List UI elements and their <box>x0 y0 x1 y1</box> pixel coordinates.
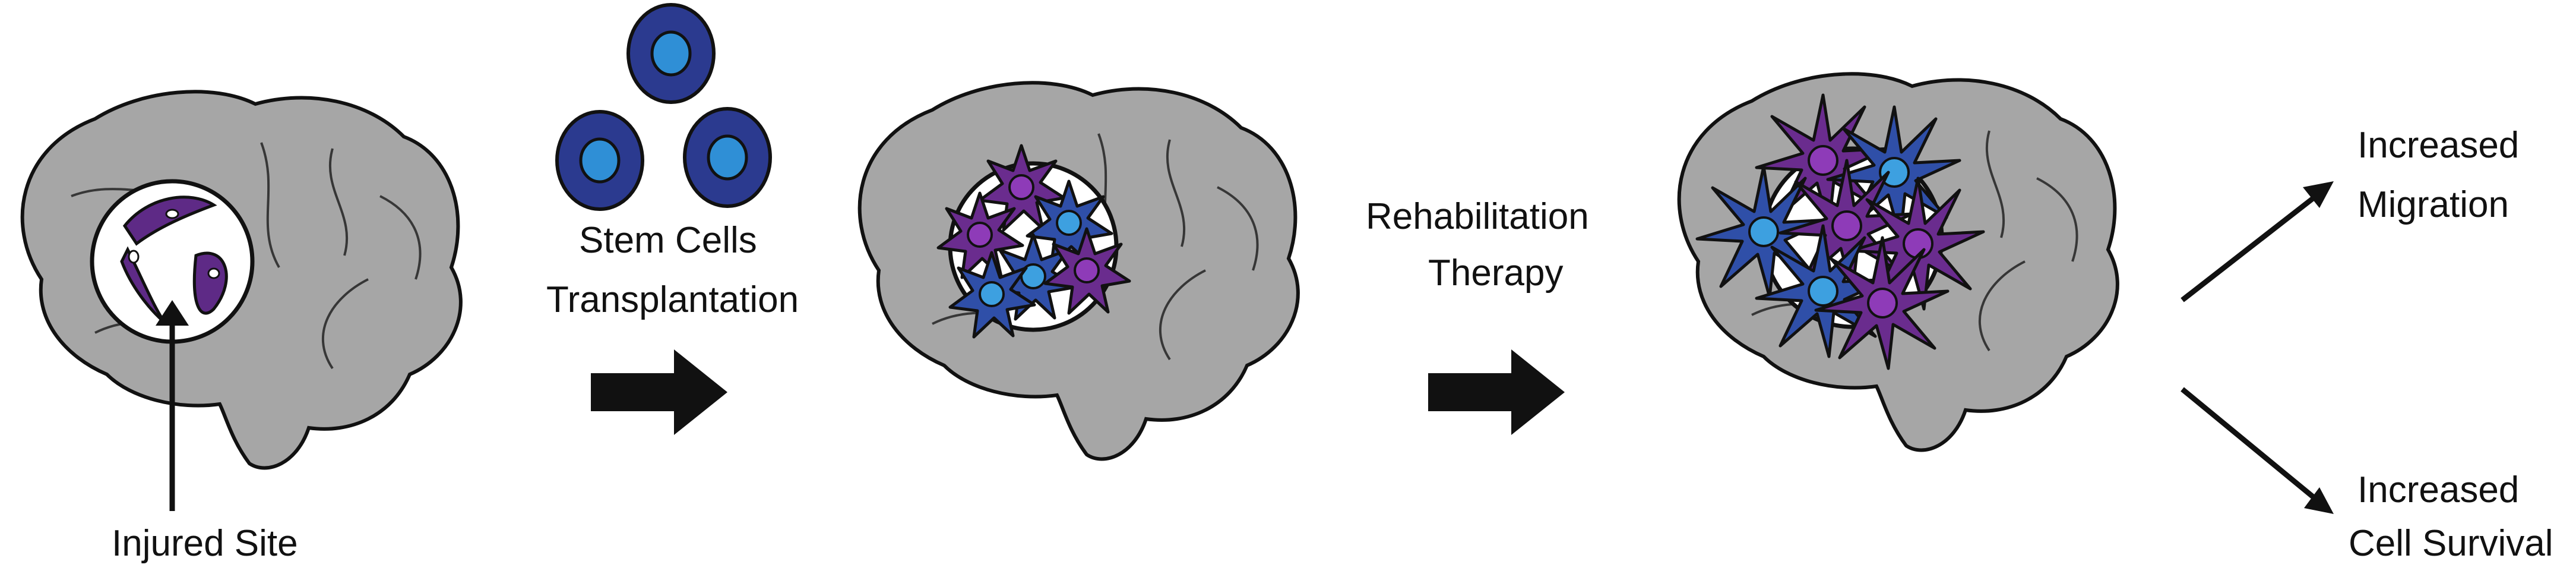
outcome-survival-line1: Increased <box>2357 469 2519 510</box>
injured-site-pointer <box>156 300 189 511</box>
arrow-to-cell-survival <box>2181 387 2334 514</box>
stem-cells-group <box>557 5 770 209</box>
outcome-migration-line2: Migration <box>2357 184 2509 225</box>
stem-cells-label-line2: Transplantation <box>546 279 799 320</box>
brain-transplanted <box>860 83 1298 459</box>
brain-injured <box>23 92 461 468</box>
outcome-survival-line2: Cell Survival <box>2349 523 2553 564</box>
stem-cells-label-line1: Stem Cells <box>579 220 757 261</box>
injured-site-circle <box>90 179 255 344</box>
arrow-rehabilitation <box>1428 349 1565 435</box>
outcome-migration-line1: Increased <box>2357 125 2519 166</box>
rehab-label-line1: Rehabilitation <box>1366 196 1589 237</box>
injured-site-label: Injured Site <box>112 523 298 564</box>
brain-rehabilitated <box>1679 74 2118 450</box>
rehab-label-line2: Therapy <box>1428 253 1563 294</box>
arrow-to-migration <box>2181 181 2334 302</box>
arrow-transplantation <box>591 349 727 435</box>
